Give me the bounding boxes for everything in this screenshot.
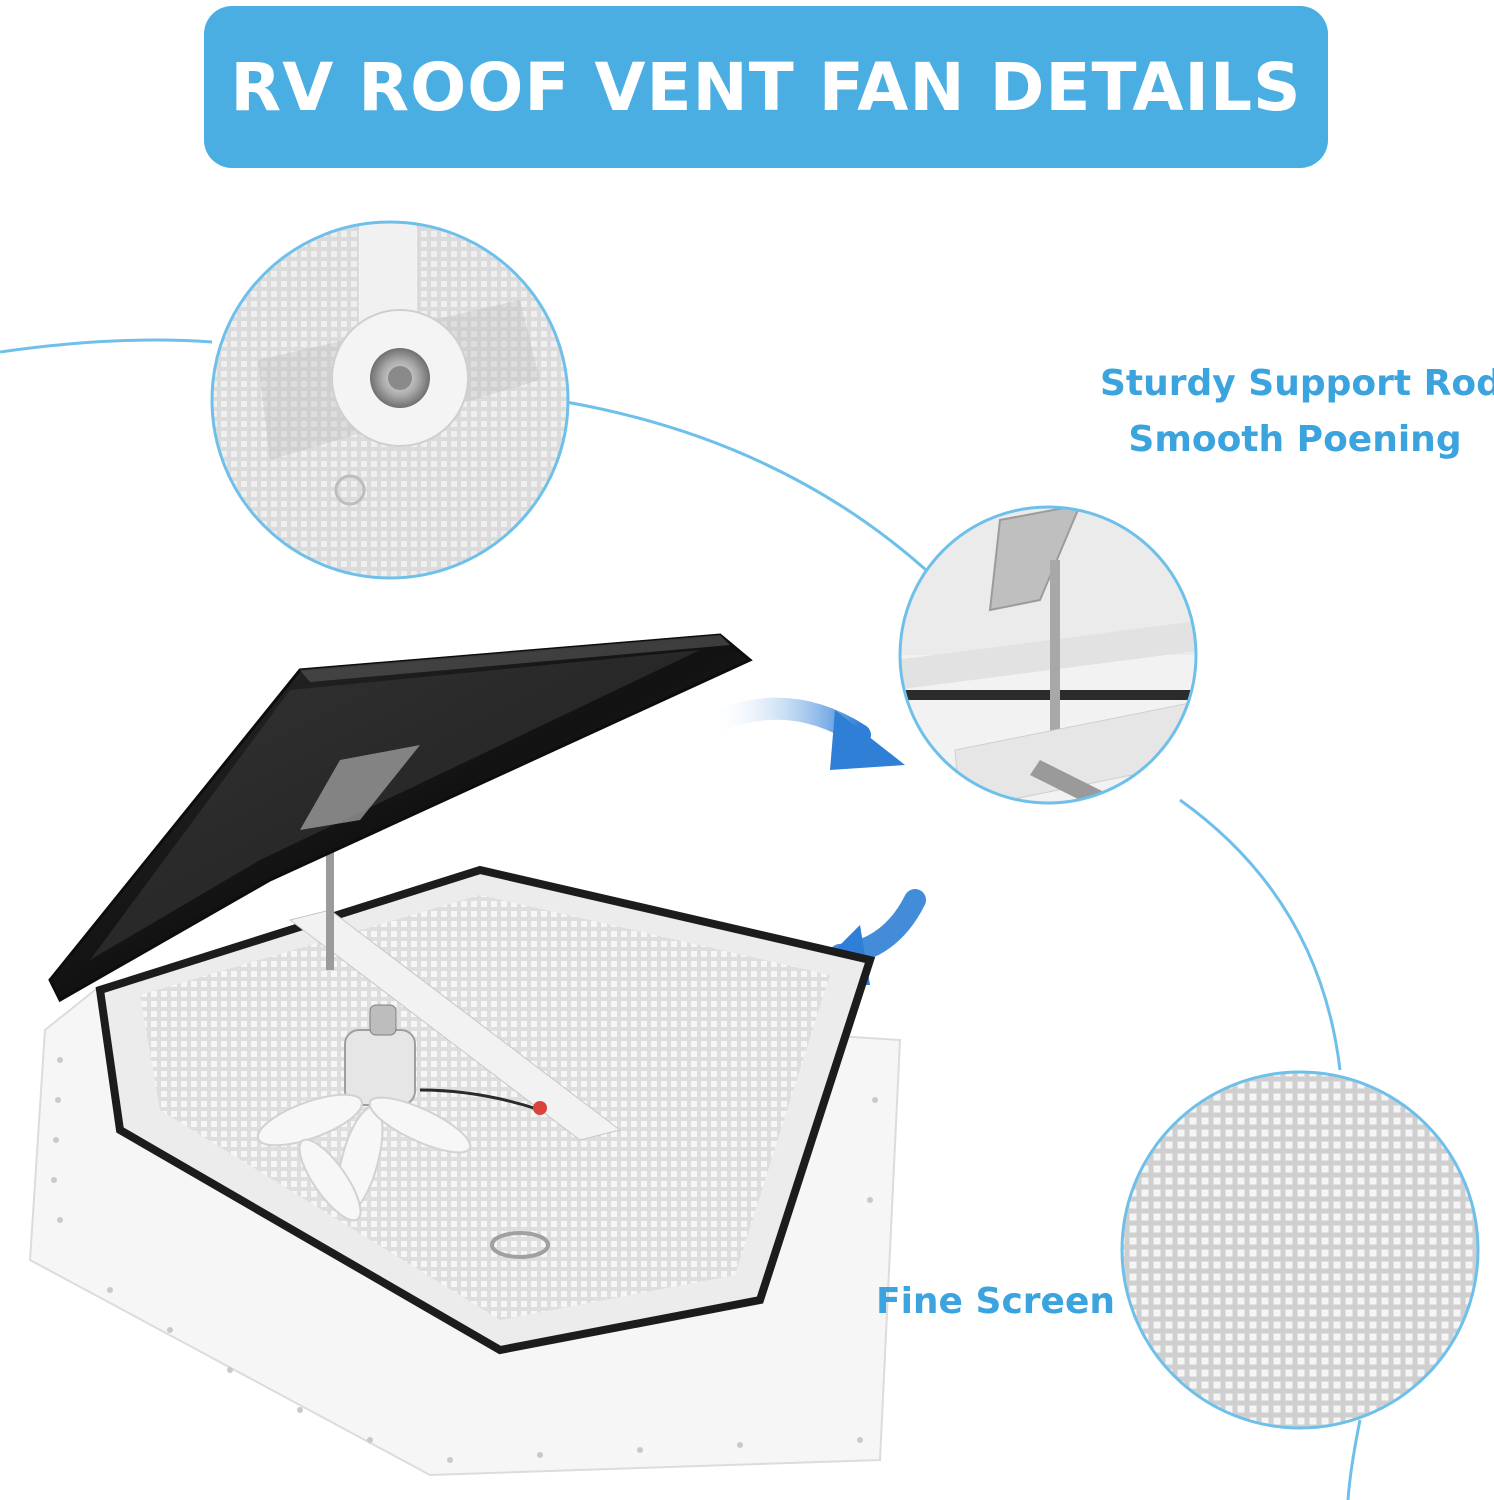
callout-fine-screen: Fine Screen bbox=[876, 1281, 1115, 1322]
connector-line-left bbox=[0, 338, 213, 354]
callout-support-rod: Sturdy Support Rod Smooth Poening bbox=[1100, 356, 1494, 468]
page-title: RV ROOF VENT FAN DETAILS bbox=[230, 48, 1302, 126]
detail-circle-knob bbox=[210, 220, 570, 580]
connector-line-rod bbox=[565, 400, 927, 572]
connector-lines bbox=[0, 338, 1362, 1500]
connector-line-screen-bottom bbox=[1346, 1419, 1362, 1500]
curved-arrow-icon-open bbox=[704, 697, 905, 770]
callout-support-rod-line-1: Sturdy Support Rod bbox=[1100, 363, 1494, 404]
title-banner: RV ROOF VENT FAN DETAILS bbox=[204, 6, 1328, 168]
connector-line-screen-top bbox=[1179, 798, 1342, 1071]
roof-vent-product bbox=[28, 633, 902, 1477]
detail-circle-rod bbox=[898, 505, 1198, 805]
callout-support-rod-line-2: Smooth Poening bbox=[1128, 419, 1462, 460]
detail-circle-screen bbox=[1120, 1070, 1480, 1430]
